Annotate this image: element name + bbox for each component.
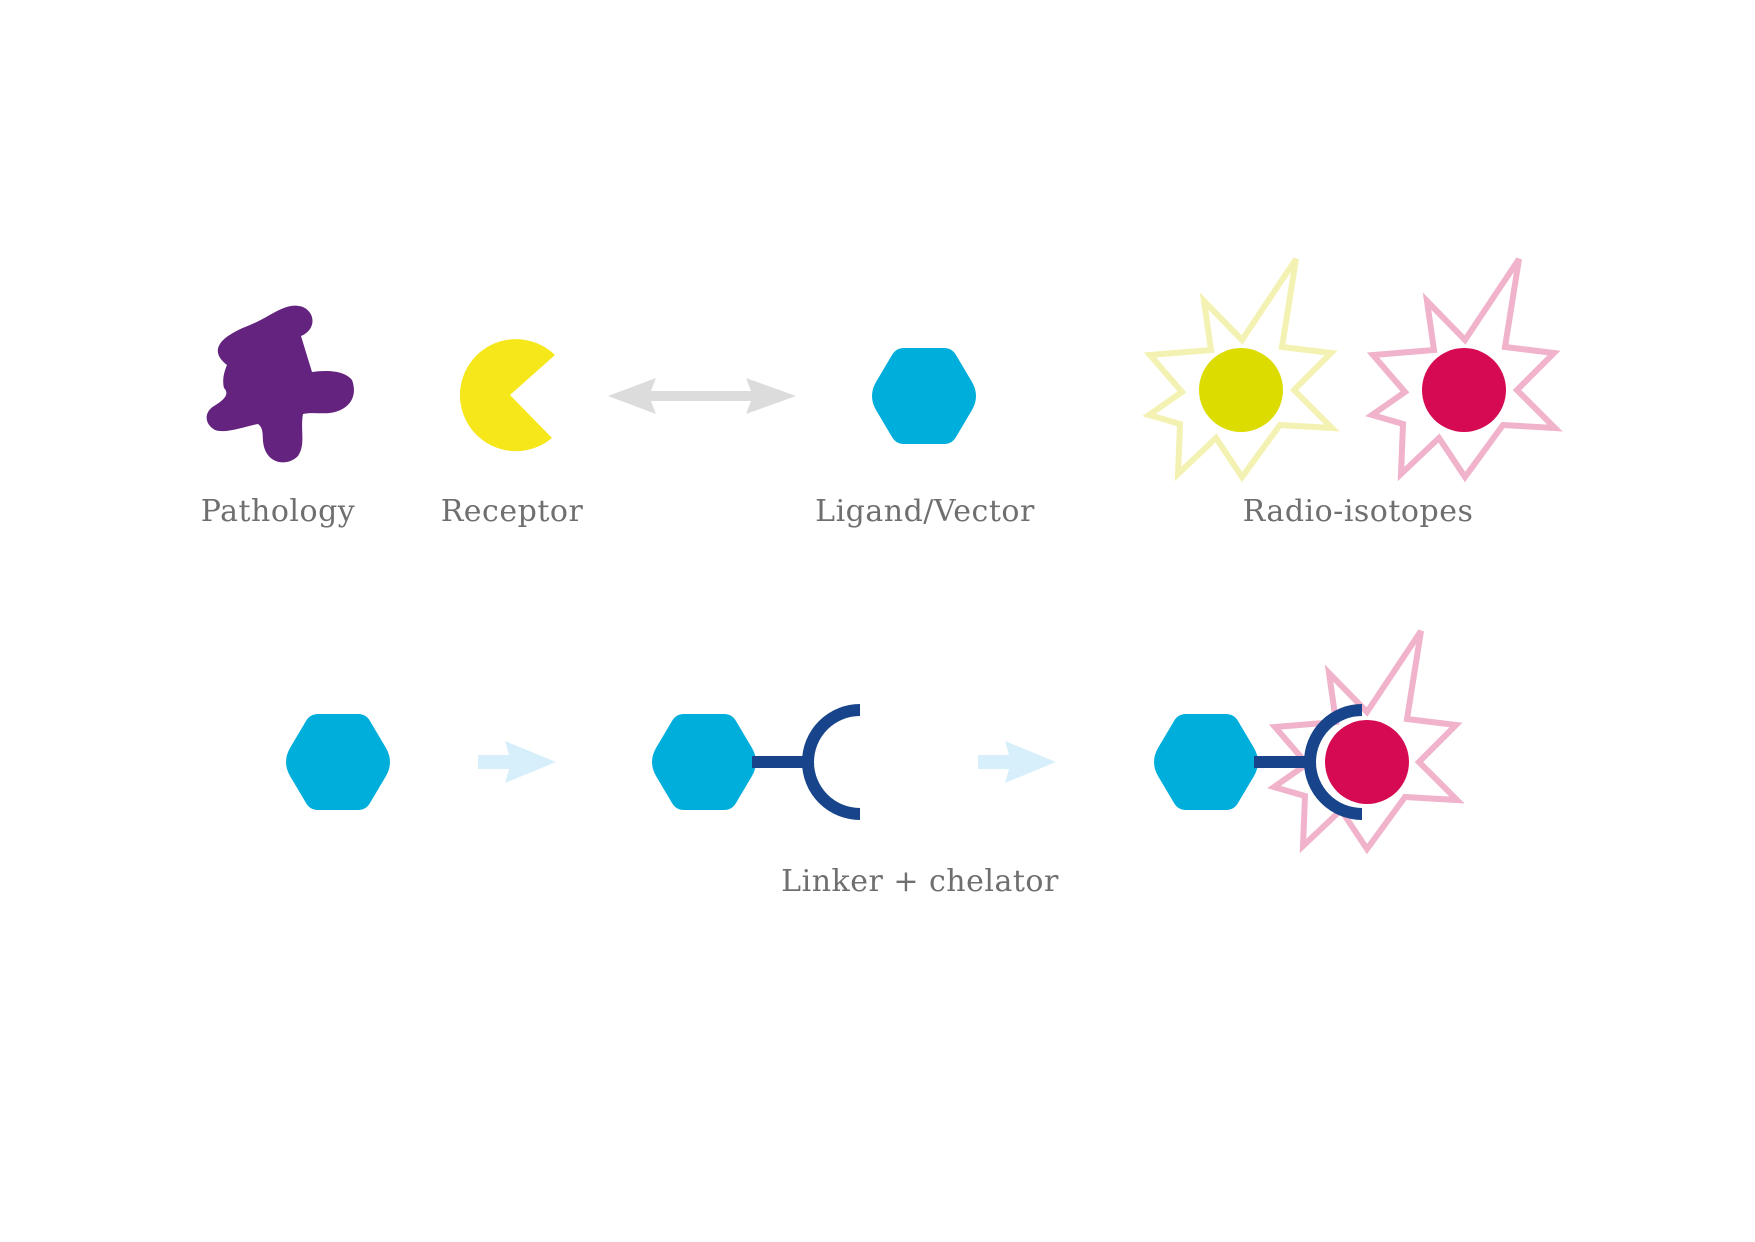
label-radioisotopes: Radio-isotopes	[1243, 494, 1474, 529]
step2-ligand-hexagon	[652, 714, 756, 810]
binding-double-arrow	[608, 378, 796, 414]
label-receptor: Receptor	[441, 494, 584, 529]
step1-ligand-hexagon	[286, 714, 390, 810]
step-arrow-1	[478, 741, 556, 783]
step2-chelator-arc	[802, 704, 861, 820]
step-arrow-2	[978, 741, 1056, 783]
isotope-red-core	[1422, 348, 1506, 432]
step2-linker-bar	[752, 756, 808, 768]
isotope-yellow-core	[1199, 348, 1283, 432]
pathology-blob	[206, 305, 354, 463]
isotope-red-burst	[1365, 257, 1563, 483]
label-ligand-vector: Ligand/Vector	[815, 494, 1035, 529]
receptor-shape	[459, 339, 555, 452]
isotope-yellow-burst	[1142, 257, 1340, 483]
step3-chelator-arc	[1304, 704, 1363, 820]
step3-ligand-hexagon	[1154, 714, 1258, 810]
step3-isotope-core	[1325, 720, 1409, 804]
label-linker-chelator: Linker + chelator	[781, 864, 1059, 899]
label-pathology: Pathology	[201, 494, 355, 529]
ligand-hexagon	[872, 348, 976, 444]
step3-linker-bar	[1254, 756, 1314, 768]
